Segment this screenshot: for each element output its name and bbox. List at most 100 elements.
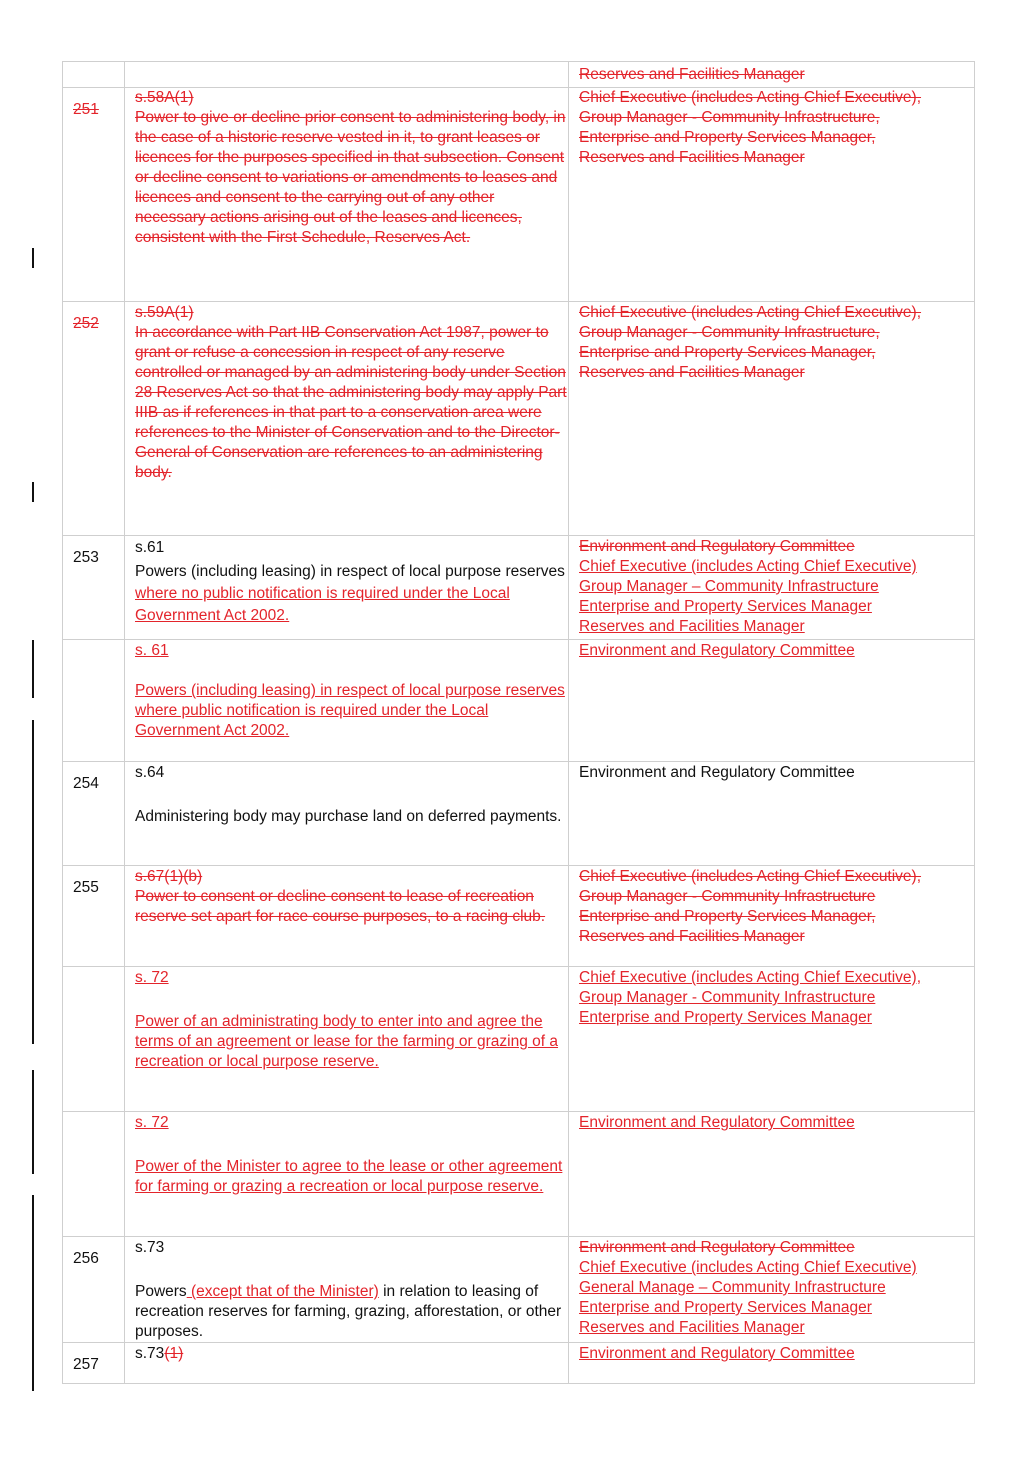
row-number-cell xyxy=(62,966,125,1112)
row-number: 255 xyxy=(73,879,99,896)
table-row: 254 s.64 Administering body may purchase… xyxy=(62,761,975,866)
section-description: Power of the Minister to agree to the le… xyxy=(135,1158,563,1195)
section-ref: s. 61 xyxy=(135,642,169,659)
description-text: in relation to leasing of recreation res… xyxy=(135,1283,562,1340)
change-bar xyxy=(32,640,34,698)
section-cell: s. 72 Power of the Minister to agree to … xyxy=(124,1111,569,1237)
delegate-line: Reserves and Facilities Manager xyxy=(579,149,805,166)
delegate-line: Chief Executive (includes Acting Chief E… xyxy=(579,558,917,575)
table-row: 252 s.59A(1) In accordance with Part IIB… xyxy=(62,301,975,536)
section-ref: s.64 xyxy=(135,764,165,781)
change-bar xyxy=(32,482,34,502)
delegate-line: Chief Executive (includes Acting Chief E… xyxy=(579,1259,917,1276)
section-cell: s.73 Powers (except that of the Minister… xyxy=(124,1236,569,1343)
delegate-line: Group Manager – Community Infrastructure xyxy=(579,578,879,595)
section-ref: s.73 xyxy=(135,1239,165,1256)
delegate-cell: Environment and Regulatory Committee Chi… xyxy=(568,535,975,640)
table-row: 253 s.61 Powers (including leasing) in r… xyxy=(62,535,975,640)
delegate-cell: Environment and Regulatory Committee xyxy=(568,639,975,762)
row-number: 251 xyxy=(73,101,99,118)
table-row: 256 s.73 Powers (except that of the Mini… xyxy=(62,1236,975,1343)
row-number-cell: 256 xyxy=(62,1236,125,1343)
delegate-cell: Chief Executive (includes Acting Chief E… xyxy=(568,87,975,302)
description-text: Powers (including leasing) in respect of… xyxy=(135,563,565,580)
table-row: Reserves and Facilities Manager xyxy=(62,61,975,88)
row-number-cell xyxy=(62,1111,125,1237)
row-number: 254 xyxy=(73,775,99,792)
delegate-line: Chief Executive (includes Acting Chief E… xyxy=(579,304,922,321)
row-number-cell: 253 xyxy=(62,535,125,640)
delegate-cell: Chief Executive (includes Acting Chief E… xyxy=(568,301,975,536)
section-description: In accordance with Part IIB Conservation… xyxy=(135,324,567,481)
delegate-line: Environment and Regulatory Committee xyxy=(579,538,855,555)
delegate-line: Group Manager - Community Infrastructure… xyxy=(579,109,880,126)
description-text: Powers xyxy=(135,1283,187,1300)
table-row: s. 72 Power of an administrating body to… xyxy=(62,966,975,1112)
delegate-line: Reserves and Facilities Manager xyxy=(579,66,805,83)
section-cell: s.73(1) xyxy=(124,1342,569,1384)
section-ref: s. 72 xyxy=(135,1114,169,1131)
delegate-cell: Environment and Regulatory Committee xyxy=(568,761,975,866)
section-cell xyxy=(124,61,569,88)
delegate-line: Reserves and Facilities Manager xyxy=(579,928,805,945)
delegate-line: Enterprise and Property Services Manager… xyxy=(579,129,876,146)
delegate-line: Environment and Regulatory Committee xyxy=(579,1239,855,1256)
delegations-table-page: Reserves and Facilities Manager 251 s.58… xyxy=(62,61,975,1384)
row-number: 253 xyxy=(73,549,99,566)
section-cell: s.59A(1) In accordance with Part IIB Con… xyxy=(124,301,569,536)
section-description: Power to consent or decline consent to l… xyxy=(135,888,546,925)
section-description: Powers (except that of the Minister) in … xyxy=(135,1282,568,1342)
delegate-line: Enterprise and Property Services Manager… xyxy=(579,344,876,361)
deleted-text: (1) xyxy=(164,1345,184,1362)
delegate-cell: Chief Executive (includes Acting Chief E… xyxy=(568,966,975,1112)
inserted-text: where no public notification is required… xyxy=(135,585,510,624)
section-cell: s. 61 Powers (including leasing) in resp… xyxy=(124,639,569,762)
change-bar xyxy=(32,1070,34,1174)
delegate-cell: Chief Executive (includes Acting Chief E… xyxy=(568,865,975,967)
section-ref: s. 72 xyxy=(135,969,169,986)
row-number-cell: 257 xyxy=(62,1342,125,1384)
change-bar xyxy=(32,248,34,268)
row-number-cell: 254 xyxy=(62,761,125,866)
row-number: 256 xyxy=(73,1250,99,1267)
delegate-cell: Environment and Regulatory Committee xyxy=(568,1111,975,1237)
delegate-cell: Environment and Regulatory Committee xyxy=(568,1342,975,1384)
table-row: 255 s.67(1)(b) Power to consent or decli… xyxy=(62,865,975,967)
section-ref: s.58A(1) xyxy=(135,89,194,106)
table-row: 257 s.73(1) Environment and Regulatory C… xyxy=(62,1342,975,1384)
change-bar xyxy=(32,720,34,1044)
section-description: Administering body may purchase land on … xyxy=(135,808,562,825)
section-ref: s.59A(1) xyxy=(135,304,194,321)
delegations-table: Reserves and Facilities Manager 251 s.58… xyxy=(62,61,975,1384)
section-description: Powers (including leasing) in respect of… xyxy=(135,561,568,627)
row-number-cell xyxy=(62,639,125,762)
delegate-line: Enterprise and Property Services Manager xyxy=(579,1009,872,1026)
delegate-line: Environment and Regulatory Committee xyxy=(579,1114,855,1131)
delegate-line: Group Manager - Community Infrastructure xyxy=(579,989,876,1006)
delegate-line: Environment and Regulatory Committee xyxy=(579,764,855,781)
row-number-cell xyxy=(62,61,125,88)
delegate-line: Enterprise and Property Services Manager xyxy=(579,1299,872,1316)
row-number-cell: 252 xyxy=(62,301,125,536)
change-bar xyxy=(32,1195,34,1391)
delegate-line: Enterprise and Property Services Manager… xyxy=(579,908,876,925)
delegate-line: Chief Executive (includes Acting Chief E… xyxy=(579,868,922,885)
section-description: Power of an administrating body to enter… xyxy=(135,1013,559,1070)
delegate-line: Chief Executive (includes Acting Chief E… xyxy=(579,89,922,106)
delegate-line: Reserves and Facilities Manager xyxy=(579,618,805,635)
row-number-cell: 251 xyxy=(62,87,125,302)
row-number: 252 xyxy=(73,315,99,332)
delegate-line: Group Manager - Community Infrastructure xyxy=(579,888,876,905)
delegate-line: Environment and Regulatory Committee xyxy=(579,642,855,659)
section-cell: s.67(1)(b) Power to consent or decline c… xyxy=(124,865,569,967)
section-cell: s.61 Powers (including leasing) in respe… xyxy=(124,535,569,640)
section-ref: s.61 xyxy=(135,539,165,556)
delegate-line: Group Manager - Community Infrastructure… xyxy=(579,324,880,341)
delegate-line: Chief Executive (includes Acting Chief E… xyxy=(579,969,922,986)
section-description: Power to give or decline prior consent t… xyxy=(135,109,566,246)
row-number: 257 xyxy=(73,1356,99,1373)
delegate-line: Reserves and Facilities Manager xyxy=(579,1319,805,1336)
section-cell: s. 72 Power of an administrating body to… xyxy=(124,966,569,1112)
section-description: Powers (including leasing) in respect of… xyxy=(135,682,565,739)
section-cell: s.58A(1) Power to give or decline prior … xyxy=(124,87,569,302)
